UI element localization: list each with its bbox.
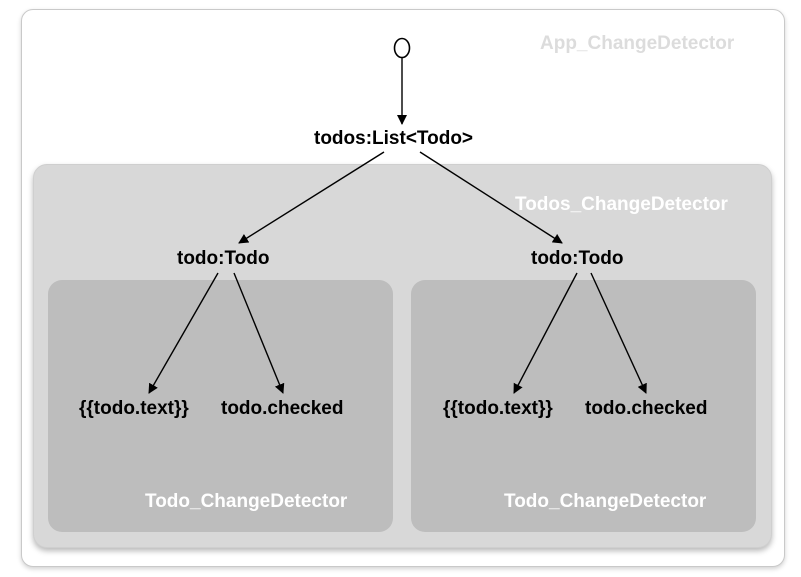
- left-checked-binding-label: todo.checked: [221, 398, 344, 419]
- root-node-label: todos:List<Todo>: [314, 128, 474, 149]
- app-change-detector-label: App_ChangeDetector: [540, 33, 735, 54]
- right-todo-node-label: todo:Todo: [531, 248, 624, 269]
- right-todo-change-detector-label: Todo_ChangeDetector: [504, 491, 707, 512]
- left-todo-change-detector-box: [48, 280, 393, 532]
- left-todo-change-detector-label: Todo_ChangeDetector: [145, 491, 348, 512]
- right-checked-binding-label: todo.checked: [585, 398, 708, 419]
- right-todo-change-detector-box: [411, 280, 756, 532]
- left-todo-node-label: todo:Todo: [177, 248, 270, 269]
- right-text-binding-label: {{todo.text}}: [443, 398, 553, 419]
- left-text-binding-label: {{todo.text}}: [79, 398, 189, 419]
- todos-change-detector-label: Todos_ChangeDetector: [515, 194, 728, 215]
